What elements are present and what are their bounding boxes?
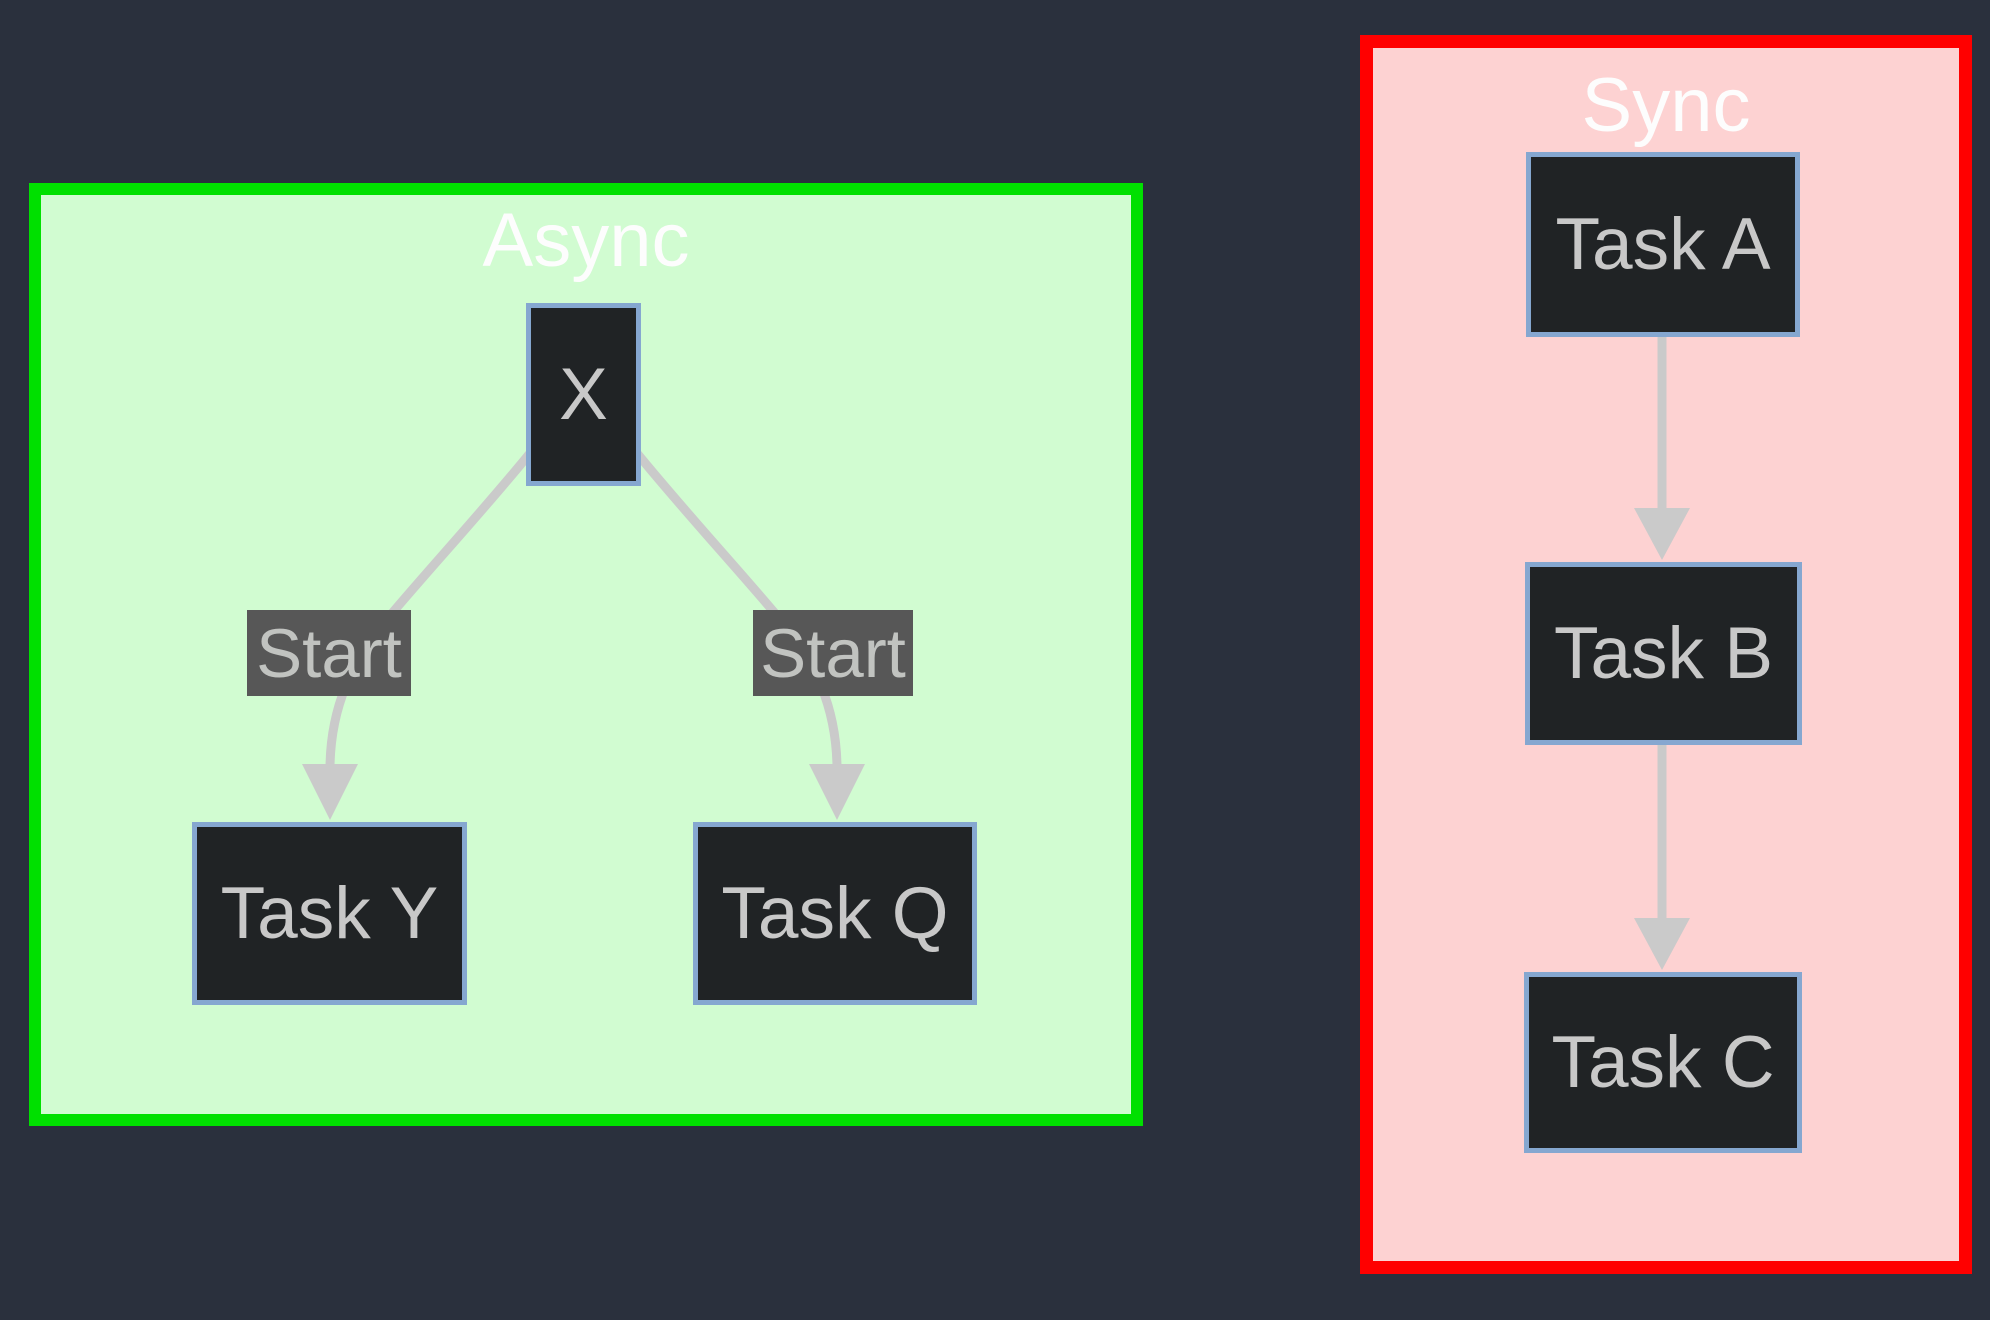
- node-task-b: Task B: [1525, 562, 1802, 745]
- arrowhead-task-y-icon: [302, 764, 358, 820]
- arrowhead-task-c-icon: [1634, 918, 1690, 970]
- arrowhead-task-q-icon: [809, 764, 865, 820]
- node-task-y: Task Y: [192, 822, 467, 1005]
- edge-label-start-right: Start: [753, 610, 913, 696]
- node-task-q: Task Q: [693, 822, 977, 1005]
- subgraph-async-title: Async: [482, 198, 690, 283]
- edge-label-start-left: Start: [247, 610, 411, 696]
- edge-x-to-task-y: [325, 449, 535, 767]
- arrowhead-task-b-icon: [1634, 508, 1690, 560]
- node-x: X: [526, 303, 641, 486]
- node-task-a: Task A: [1526, 152, 1800, 337]
- subgraph-sync-title: Sync: [1581, 63, 1751, 148]
- edge-x-to-task-q: [632, 449, 842, 767]
- node-task-c: Task C: [1524, 972, 1802, 1153]
